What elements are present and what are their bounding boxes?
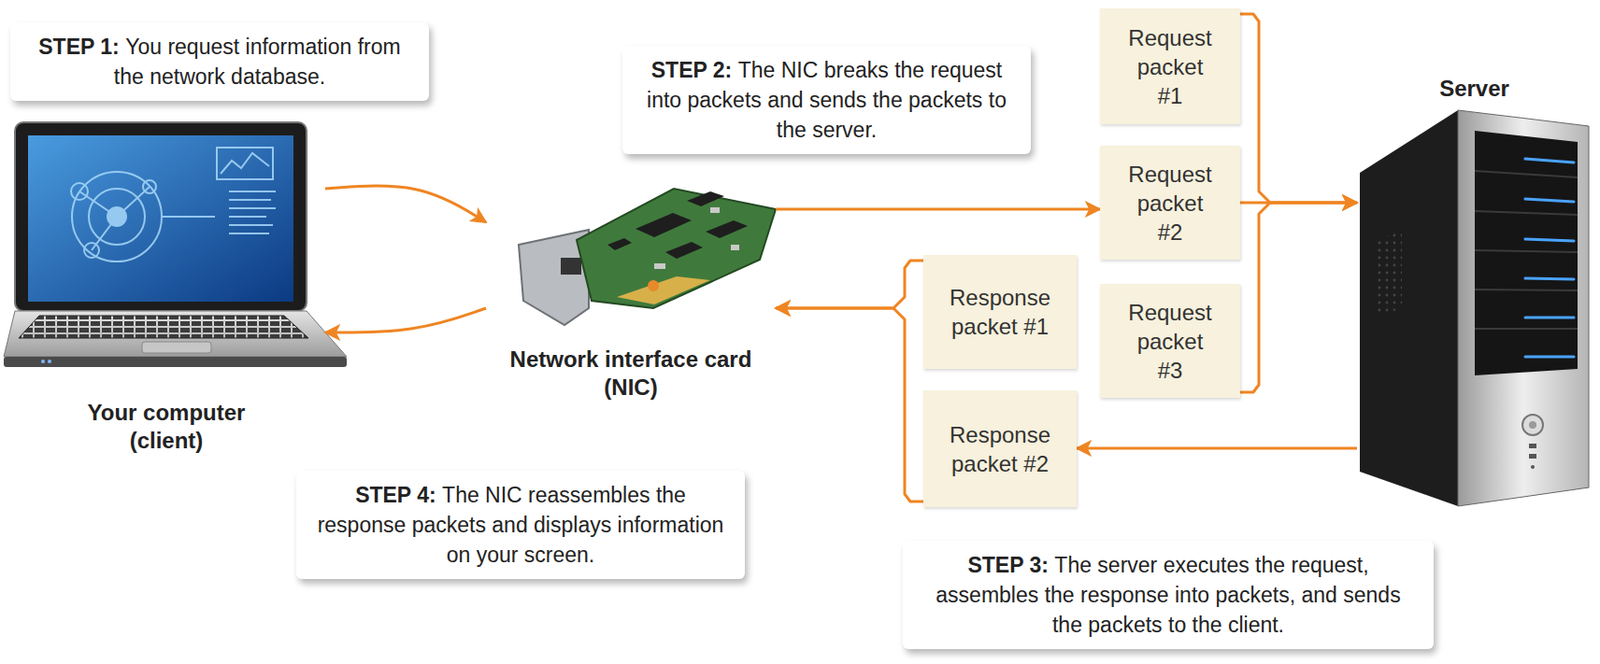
- client-computer: Your computer (client): [7, 122, 326, 456]
- device-label: Server: [1439, 74, 1510, 103]
- step-heading: STEP 2:: [651, 57, 733, 83]
- nic-node: Network interface card (NIC): [485, 186, 776, 402]
- step-callout: STEP 1:You request information from the …: [10, 22, 429, 101]
- step-callout: STEP 3:The server executes the request, …: [902, 541, 1434, 650]
- packet-label: Request packet #3: [1128, 298, 1212, 386]
- flow-arrow: [1240, 14, 1358, 203]
- flow-arrow: [325, 308, 486, 333]
- step-text: STEP 1:You request information from the …: [28, 31, 411, 92]
- step-text: STEP 3:The server executes the request, …: [921, 550, 1415, 641]
- request-packet: Request packet #3: [1100, 284, 1241, 399]
- nic-illustration: [518, 188, 776, 326]
- flow-arrow: [325, 185, 486, 223]
- step-callout: STEP 2:The NIC breaks the request into p…: [622, 45, 1031, 155]
- laptop-illustration: [3, 122, 347, 368]
- flow-arrow: [775, 308, 924, 502]
- server-node: Server: [1357, 74, 1592, 507]
- flow-arrow: [1076, 447, 1358, 451]
- packet-label: Request packet #2: [1128, 159, 1212, 247]
- request-packet: Request packet #2: [1100, 145, 1241, 260]
- flow-arrow: [775, 208, 1100, 212]
- packet-label: Response packet #1: [949, 283, 1051, 342]
- device-label: Network interface card (NIC): [508, 345, 754, 402]
- step-text: STEP 4:The NIC reassembles the response …: [314, 480, 727, 571]
- flow-arrow: [1240, 202, 1358, 393]
- step-text: STEP 2:The NIC breaks the request into p…: [641, 55, 1013, 145]
- step-heading: STEP 3:: [967, 553, 1049, 578]
- step-heading: STEP 1:: [38, 34, 120, 59]
- step-heading: STEP 4:: [355, 483, 437, 508]
- response-packet: Response packet #1: [923, 255, 1077, 370]
- step-callout: STEP 4:The NIC reassembles the response …: [296, 471, 745, 580]
- packet-label: Request packet #1: [1128, 23, 1212, 111]
- flow-arrow: [775, 260, 924, 309]
- server-illustration: [1359, 110, 1589, 507]
- response-packet: Response packet #2: [923, 390, 1077, 508]
- device-label: Your computer (client): [68, 399, 265, 456]
- step-body: You request information from the network…: [114, 34, 401, 89]
- request-packet: Request packet #1: [1100, 8, 1241, 125]
- packet-label: Response packet #2: [949, 420, 1051, 479]
